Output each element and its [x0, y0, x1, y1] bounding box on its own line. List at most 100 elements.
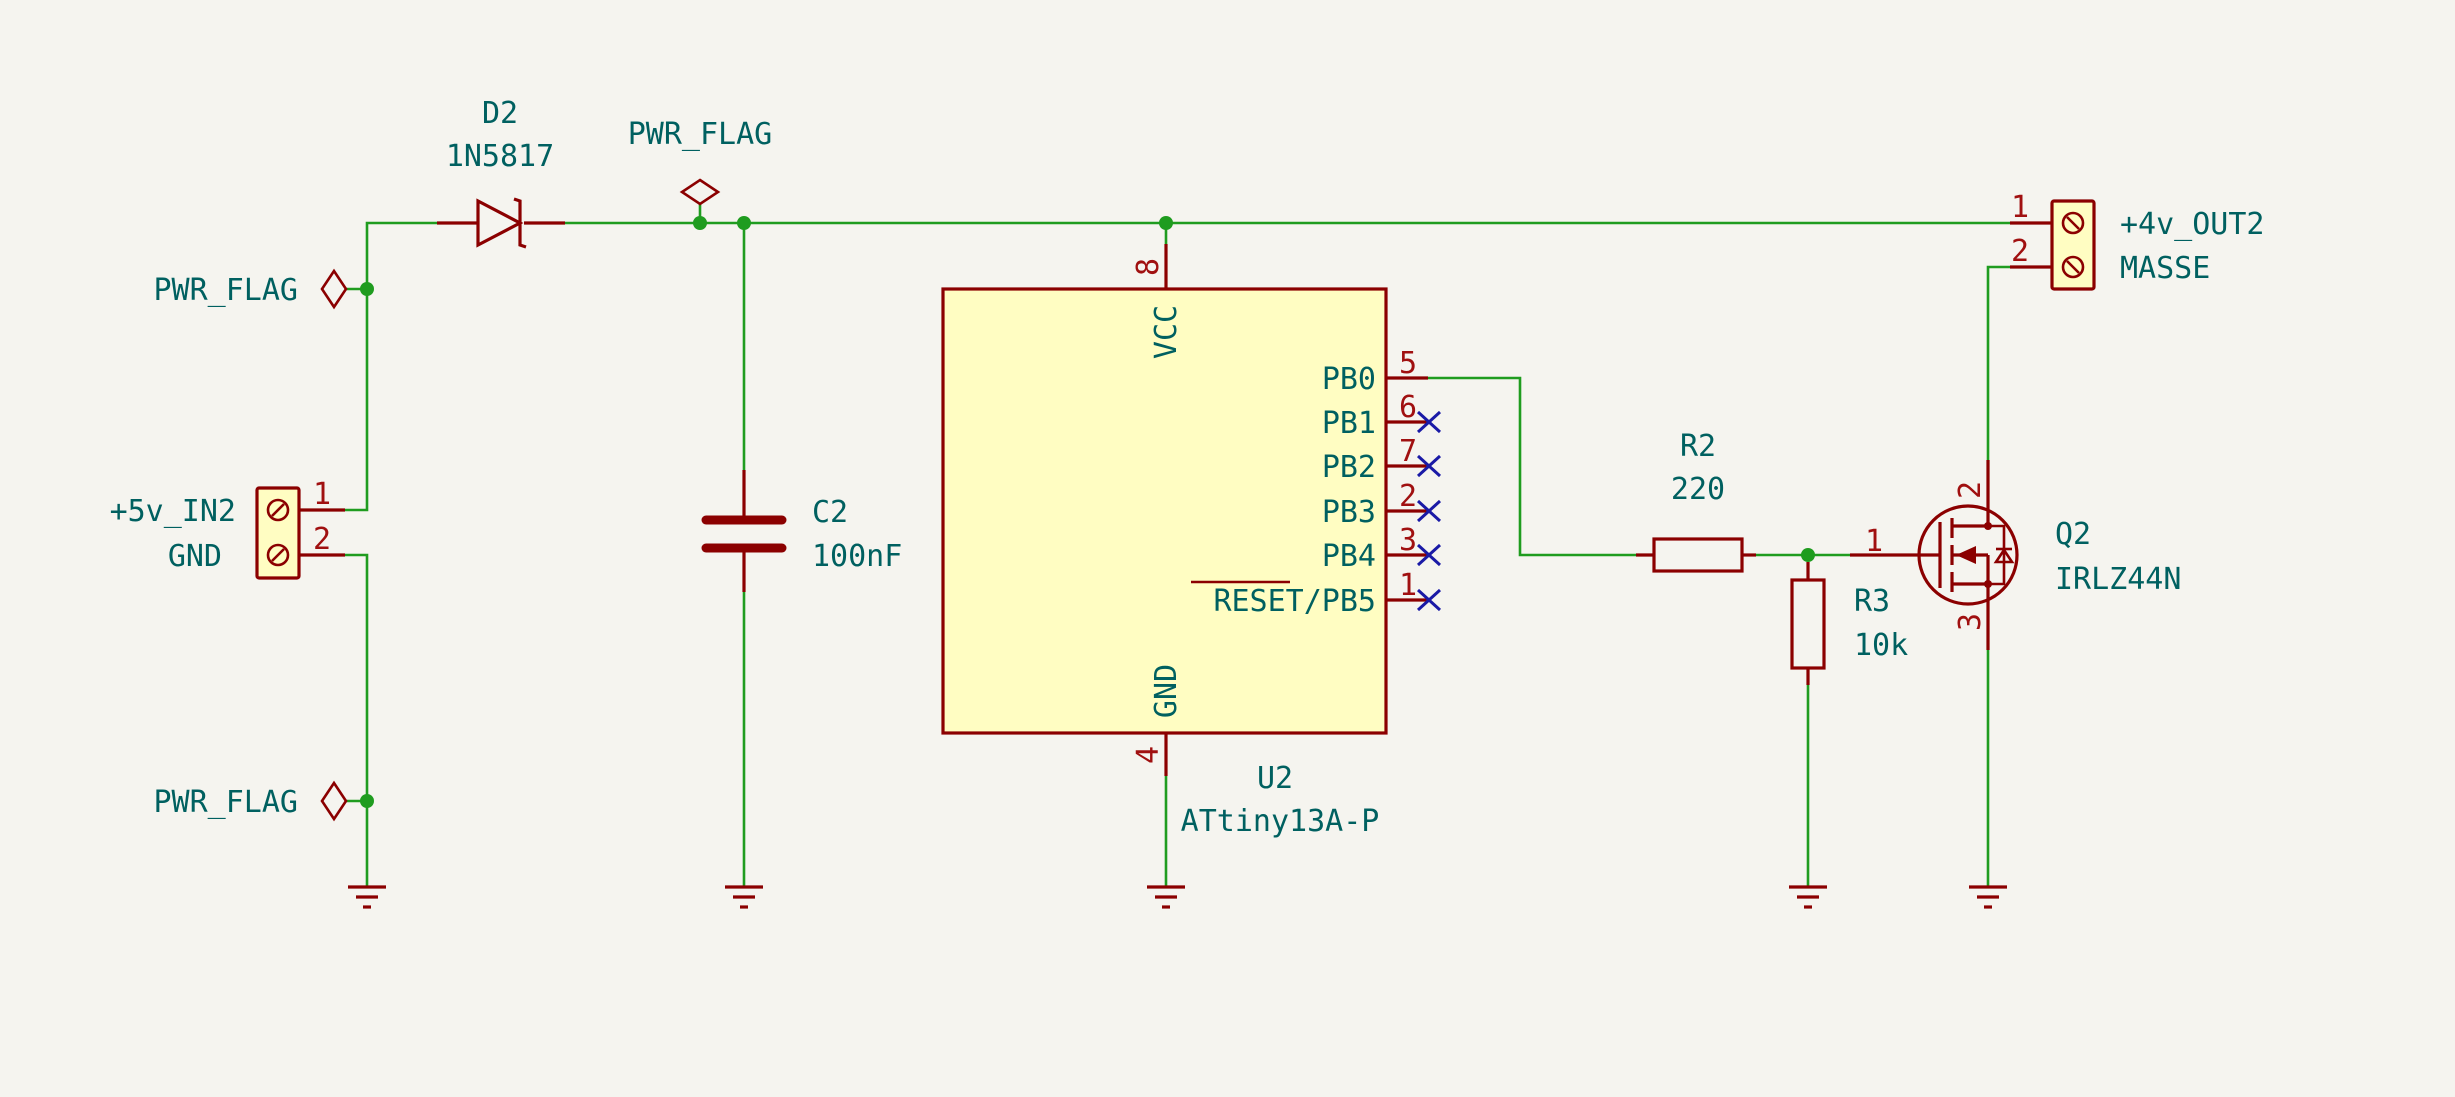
resistor-r3[interactable]: R3 10k — [1790, 562, 1908, 685]
ic-vcc-name: VCC — [1149, 305, 1184, 359]
junction-dot — [360, 794, 374, 808]
pwr-flag-diamond-icon — [320, 268, 348, 310]
screw-terminal-icon — [2061, 255, 2085, 279]
diode-value: 1N5817 — [446, 139, 554, 174]
no-connect-markers — [1416, 410, 1442, 612]
mosfet-ref: Q2 — [2055, 517, 2091, 552]
ic-ref: U2 — [1257, 761, 1293, 796]
ic-pb5-suffix: /PB5 — [1304, 584, 1376, 619]
wire-input-gnd[interactable] — [345, 553, 369, 887]
pwr-flag-top[interactable]: PWR_FLAG — [628, 117, 773, 206]
mosfet-value: IRLZ44N — [2055, 562, 2181, 597]
screw-terminal-icon — [2061, 211, 2085, 235]
screw-slot-icon — [2066, 216, 2080, 230]
connector-pin1-num: 1 — [2011, 190, 2029, 225]
screw-terminal-icon — [266, 543, 290, 567]
mosfet-node-dot — [1984, 580, 1992, 588]
ic-pin-pb2-name: PB2 — [1322, 450, 1376, 485]
ic-vcc-num: 8 — [1131, 258, 1166, 276]
resistor-body — [1790, 578, 1826, 670]
wire-drain-out[interactable] — [1986, 265, 2010, 460]
ic-reset-overbar: RESET — [1213, 584, 1303, 619]
wire-pb0-r2[interactable] — [1428, 376, 1636, 557]
resistor-ref: R2 — [1680, 429, 1716, 464]
no-connect-icon — [1416, 499, 1442, 523]
resistor-value: 220 — [1671, 472, 1725, 507]
ic-pin-pb3-name: PB3 — [1322, 495, 1376, 530]
diode-triangle-icon — [476, 198, 524, 248]
ic-gnd-name: GND — [1149, 664, 1184, 718]
pwr-flag-left-top[interactable]: PWR_FLAG — [154, 268, 348, 310]
connector-ref: +5v_IN2 — [110, 494, 236, 529]
junction-dot — [1159, 216, 1173, 230]
resistor-body — [1652, 537, 1744, 573]
screw-slot-icon — [271, 503, 285, 517]
diode-ref: D2 — [482, 96, 518, 131]
ground-symbols — [348, 885, 2007, 909]
junctions — [360, 216, 1815, 808]
junction-dot — [360, 282, 374, 296]
screw-terminal-icon — [266, 498, 290, 522]
ic-pin-pb0-num: 5 — [1399, 346, 1417, 381]
ground-icon — [1969, 885, 2007, 909]
no-connect-icon — [1416, 454, 1442, 478]
connector-value: MASSE — [2120, 251, 2210, 286]
screw-slot-icon — [2066, 260, 2080, 274]
ic-pin-pb2-num: 7 — [1399, 434, 1417, 469]
wire-input-vcc[interactable] — [345, 221, 437, 512]
resistor-r2[interactable]: R2 220 — [1636, 429, 1756, 573]
pwr-flag-label: PWR_FLAG — [628, 117, 773, 152]
ic-pin-pb0-name: PB0 — [1322, 362, 1376, 397]
junction-dot — [693, 216, 707, 230]
screw-slot-icon — [271, 548, 285, 562]
diode-d2[interactable]: D2 1N5817 — [437, 96, 565, 249]
pwr-flag-left-bottom[interactable]: PWR_FLAG — [154, 780, 348, 822]
connector-input[interactable]: 1 2 +5v_IN2 GND — [110, 477, 345, 580]
mosfet-arrow-icon — [1956, 546, 1976, 564]
ground-icon — [725, 885, 763, 909]
ic-pin-pb5-num: 1 — [1399, 568, 1417, 603]
pwr-flag-label: PWR_FLAG — [154, 785, 299, 820]
mosfet-diode-icon — [1988, 524, 2006, 586]
ic-u2[interactable]: 8 VCC 4 GND PB0 5 PB1 6 PB2 7 PB3 2 PB4 … — [941, 244, 1442, 839]
connector-pin2-num: 2 — [313, 522, 331, 557]
resistor-ref: R3 — [1854, 584, 1890, 619]
mosfet-node-dot — [1984, 522, 1992, 530]
cap-ref: C2 — [812, 495, 848, 530]
mosfet-drain-num: 2 — [1953, 481, 1988, 499]
connector-pin2-num: 2 — [2011, 234, 2029, 269]
pwr-flag-diamond-icon — [320, 780, 348, 822]
connector-value: GND — [168, 539, 222, 574]
ic-pin-pb3-num: 2 — [1399, 479, 1417, 514]
connector-pin1-num: 1 — [313, 477, 331, 512]
junction-dot — [737, 216, 751, 230]
connector-output[interactable]: 1 2 +4v_OUT2 MASSE — [2010, 190, 2265, 291]
resistor-value: 10k — [1854, 628, 1908, 663]
ic-pin-pb1-name: PB1 — [1322, 406, 1376, 441]
mosfet-gate-num: 1 — [1865, 524, 1883, 559]
ic-pin-pb1-num: 6 — [1399, 390, 1417, 425]
pwr-flag-label: PWR_FLAG — [154, 273, 299, 308]
mosfet-source-num: 3 — [1953, 613, 1988, 631]
ic-pin-pb5-name: RESET/PB5 — [1213, 584, 1376, 619]
connector-ref: +4v_OUT2 — [2120, 207, 2265, 242]
no-connect-icon — [1416, 410, 1442, 434]
no-connect-icon — [1416, 543, 1442, 567]
ground-icon — [1789, 885, 1827, 909]
ic-pin-pb4-name: PB4 — [1322, 539, 1376, 574]
capacitor-c2[interactable]: C2 100nF — [701, 470, 902, 592]
mosfet-q2[interactable]: 1 2 3 Q2 IRLZ44N — [1850, 460, 2181, 650]
ic-pin-pb4-num: 3 — [1399, 523, 1417, 558]
ic-value: ATtiny13A-P — [1181, 804, 1380, 839]
cap-value: 100nF — [812, 539, 902, 574]
mosfet-body-diode-icon — [1993, 547, 2015, 564]
ic-gnd-num: 4 — [1131, 746, 1166, 764]
ground-icon — [348, 885, 386, 909]
junction-dot — [1801, 548, 1815, 562]
ic-body — [941, 287, 1388, 735]
diode-cathode-icon — [513, 197, 527, 249]
pwr-flag-diamond-icon — [679, 178, 721, 206]
no-connect-icon — [1416, 588, 1442, 612]
ground-icon — [1147, 885, 1185, 909]
